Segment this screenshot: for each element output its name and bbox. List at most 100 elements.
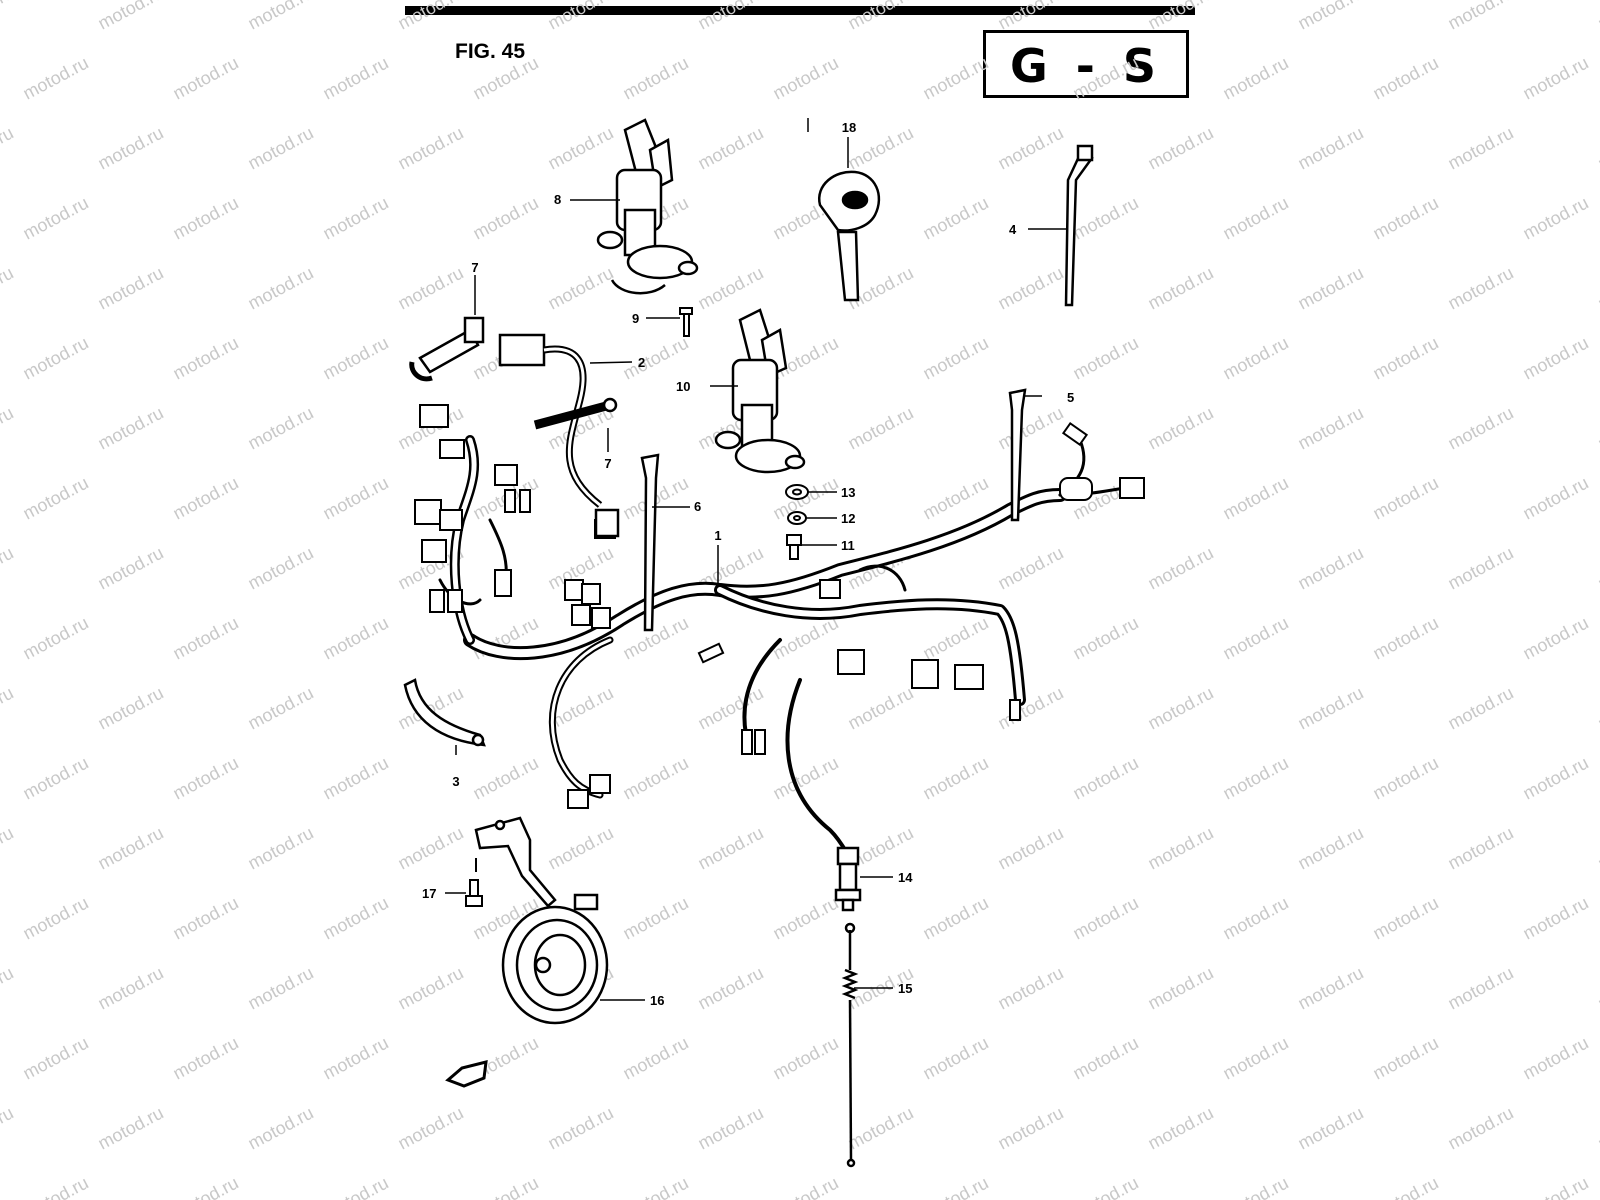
watermark-text: motod.ru: [1520, 613, 1592, 664]
watermark-text: motod.ru: [695, 1103, 767, 1154]
watermark-text: motod.ru: [1070, 333, 1142, 384]
watermark-text: motod.ru: [995, 683, 1067, 734]
callout-1: 1: [714, 528, 721, 543]
watermark-text: motod.ru: [1295, 1103, 1367, 1154]
watermark-text: motod.ru: [1520, 753, 1592, 804]
watermark-text: motod.ru: [1445, 543, 1517, 594]
watermark-text: motod.ru: [1445, 963, 1517, 1014]
callout-7: 7: [471, 260, 478, 275]
horn: [474, 816, 609, 1025]
watermark-text: motod.ru: [1220, 53, 1292, 104]
callout-10: 10: [676, 379, 690, 394]
watermark-text: motod.ru: [1145, 403, 1217, 454]
watermark-text: motod.ru: [995, 0, 1067, 34]
watermark-text: motod.ru: [395, 123, 467, 174]
watermark-text: motod.ru: [1145, 0, 1217, 34]
watermark-text: motod.ru: [320, 193, 392, 244]
connector-clip: [409, 316, 485, 382]
watermark-text: motod.ru: [395, 1103, 467, 1154]
watermark-text: motod.ru: [920, 53, 992, 104]
watermark-text: motod.ru: [0, 683, 17, 734]
watermark-text: motod.ru: [1595, 403, 1600, 454]
watermark-text: motod.ru: [1220, 893, 1292, 944]
watermark-text: motod.ru: [1295, 263, 1367, 314]
watermark-text: motod.ru: [920, 333, 992, 384]
seat-lock: [714, 308, 806, 474]
watermark-text: motod.ru: [995, 1103, 1067, 1154]
watermark-text: motod.ru: [1145, 123, 1217, 174]
callout-9: 9: [632, 311, 639, 326]
watermark-text: motod.ru: [95, 1103, 167, 1154]
watermark-text: motod.ru: [1520, 1033, 1592, 1084]
watermark-text: motod.ru: [20, 53, 92, 104]
watermark-text: motod.ru: [20, 613, 92, 664]
watermark-text: motod.ru: [170, 473, 242, 524]
watermark-text: motod.ru: [0, 403, 17, 454]
watermark-text: motod.ru: [1295, 403, 1367, 454]
watermark-text: motod.ru: [1295, 823, 1367, 874]
watermark-text: motod.ru: [845, 0, 917, 34]
watermark-text: motod.ru: [0, 263, 17, 314]
watermark-text: motod.ru: [170, 333, 242, 384]
watermark-text: motod.ru: [545, 123, 617, 174]
watermark-text: motod.ru: [20, 1173, 92, 1200]
callout-16: 16: [650, 993, 664, 1008]
watermark-text: motod.ru: [1145, 1103, 1217, 1154]
watermark-text: motod.ru: [95, 263, 167, 314]
watermark-text: motod.ru: [1220, 473, 1292, 524]
watermark-text: motod.ru: [995, 823, 1067, 874]
watermark-text: motod.ru: [1445, 123, 1517, 174]
watermark-text: motod.ru: [1145, 543, 1217, 594]
watermark-text: motod.ru: [320, 333, 392, 384]
watermark-text: motod.ru: [0, 123, 17, 174]
watermark-text: motod.ru: [1595, 683, 1600, 734]
watermark-text: motod.ru: [170, 1173, 242, 1200]
watermark-text: motod.ru: [920, 1173, 992, 1200]
watermark-text: motod.ru: [20, 473, 92, 524]
watermark-text: motod.ru: [695, 963, 767, 1014]
watermark-text: motod.ru: [695, 263, 767, 314]
watermark-text: motod.ru: [245, 1103, 317, 1154]
watermark-text: motod.ru: [470, 53, 542, 104]
watermark-text: motod.ru: [1595, 823, 1600, 874]
watermark-text: motod.ru: [170, 893, 242, 944]
washer-12: [787, 511, 807, 525]
watermark-text: motod.ru: [170, 53, 242, 104]
watermark-text: motod.ru: [245, 263, 317, 314]
watermark-text: motod.ru: [95, 123, 167, 174]
washer-13: [785, 484, 809, 500]
watermark-text: motod.ru: [20, 1033, 92, 1084]
watermark-text: motod.ru: [1520, 53, 1592, 104]
watermark-text: motod.ru: [20, 333, 92, 384]
watermark-text: motod.ru: [770, 893, 842, 944]
watermark-text: motod.ru: [1595, 1103, 1600, 1154]
watermark-text: motod.ru: [20, 893, 92, 944]
watermark-text: motod.ru: [1595, 543, 1600, 594]
watermark-text: motod.ru: [1070, 193, 1142, 244]
watermark-text: motod.ru: [995, 263, 1067, 314]
group-code: G - S: [1009, 39, 1162, 93]
watermark-text: motod.ru: [845, 1103, 917, 1154]
watermark-text: motod.ru: [995, 543, 1067, 594]
watermark-text: motod.ru: [545, 263, 617, 314]
watermark-text: motod.ru: [1370, 893, 1442, 944]
watermark-text: motod.ru: [995, 123, 1067, 174]
callout-6: 6: [694, 499, 701, 514]
watermark-text: motod.ru: [1520, 333, 1592, 384]
watermark-text: motod.ru: [320, 53, 392, 104]
watermark-text: motod.ru: [1220, 1033, 1292, 1084]
callout-2: 2: [638, 355, 645, 370]
watermark-text: motod.ru: [320, 613, 392, 664]
watermark-text: motod.ru: [320, 893, 392, 944]
screw: [679, 307, 693, 337]
horn-bolt: [465, 858, 483, 907]
callout-18: 18: [842, 120, 856, 135]
watermark-text: motod.ru: [995, 963, 1067, 1014]
callout-7b: 7: [604, 456, 611, 471]
watermark-text: motod.ru: [395, 0, 467, 34]
watermark-text: motod.ru: [470, 193, 542, 244]
watermark-text: motod.ru: [1370, 473, 1442, 524]
watermark-text: motod.ru: [1595, 263, 1600, 314]
